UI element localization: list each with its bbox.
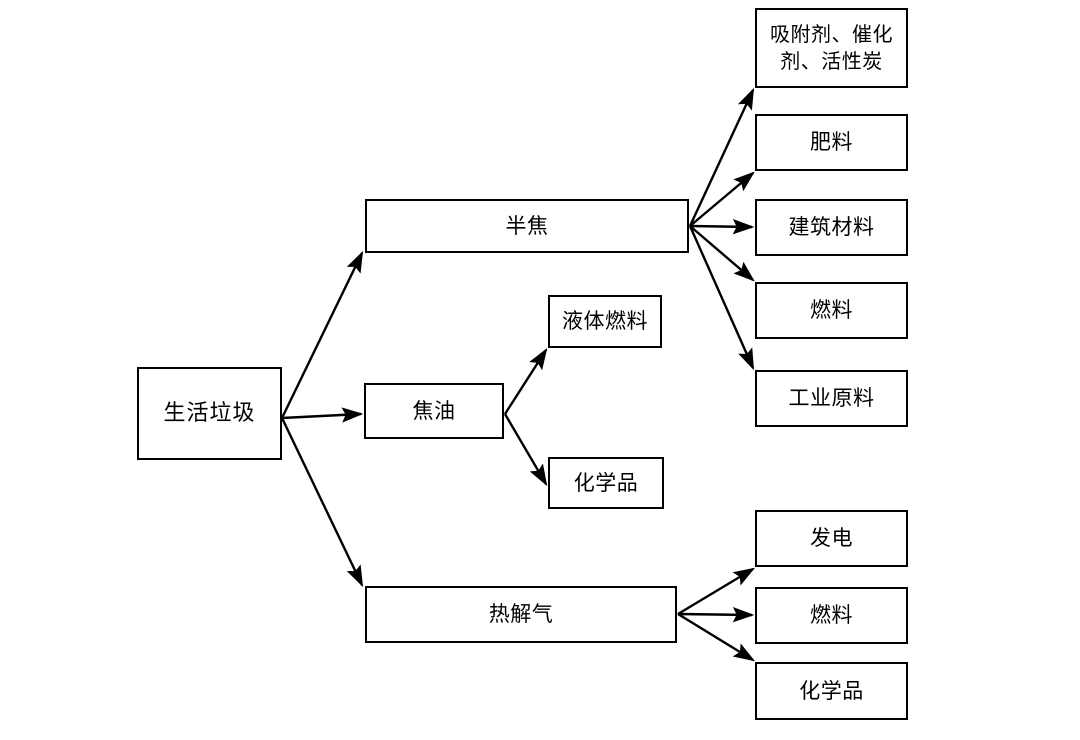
edge-msw-to-pyrolysis-gas (280, 417, 364, 588)
node-fertilizer[interactable]: 肥料 (755, 114, 908, 171)
node-chemicals-tar[interactable]: 化学品 (548, 457, 664, 509)
edge-semi-coke-to-building-mat (689, 219, 755, 235)
edge-tar-to-liquid-fuel (503, 347, 548, 415)
node-power-gen[interactable]: 发电 (755, 510, 908, 567)
node-tar[interactable]: 焦油 (364, 383, 504, 439)
node-fuel-coke[interactable]: 燃料 (755, 282, 908, 339)
edge-semi-coke-to-fertilizer (689, 171, 755, 227)
node-building-mat[interactable]: 建筑材料 (755, 199, 908, 256)
node-pyrolysis-gas[interactable]: 热解气 (365, 586, 677, 643)
node-label: 工业原料 (788, 386, 875, 411)
edge-semi-coke-to-industrial-raw (688, 225, 755, 371)
node-label: 焦油 (412, 398, 456, 423)
node-label: 热解气 (488, 602, 554, 627)
edge-tar-to-chemicals (503, 413, 548, 487)
node-label: 燃料 (810, 603, 853, 628)
node-label: 吸附剂、催化剂、活性炭 (770, 22, 893, 73)
node-label: 建筑材料 (788, 215, 875, 240)
node-liquid-fuel[interactable]: 液体燃料 (548, 295, 662, 348)
node-chemicals-gas[interactable]: 化学品 (755, 662, 908, 720)
node-industrial-raw[interactable]: 工业原料 (755, 370, 908, 427)
edge-semi-coke-to-adsorbent (688, 87, 755, 227)
node-adsorbent[interactable]: 吸附剂、催化剂、活性炭 (755, 8, 908, 88)
edge-semi-coke-to-fuel-coke (689, 225, 755, 282)
edge-msw-to-tar (281, 407, 364, 423)
edge-pyrolysis-gas-to-power-gen (677, 567, 756, 616)
node-label: 肥料 (810, 130, 853, 155)
edge-pyrolysis-gas-to-chemicals (677, 612, 756, 662)
edge-group (280, 87, 756, 662)
node-label: 燃料 (810, 298, 853, 323)
node-label: 发电 (810, 526, 853, 551)
node-msw[interactable]: 生活垃圾 (137, 367, 282, 460)
node-semi-coke[interactable]: 半焦 (365, 199, 689, 253)
node-label: 液体燃料 (562, 309, 648, 334)
edge-msw-to-semi-coke (280, 250, 364, 419)
node-label: 半焦 (505, 213, 549, 238)
node-label: 化学品 (799, 678, 864, 703)
node-label: 化学品 (573, 470, 639, 495)
edge-pyrolysis-gas-to-fuel-gas (677, 607, 755, 623)
node-fuel-gas[interactable]: 燃料 (755, 587, 908, 644)
node-label: 生活垃圾 (163, 400, 256, 426)
